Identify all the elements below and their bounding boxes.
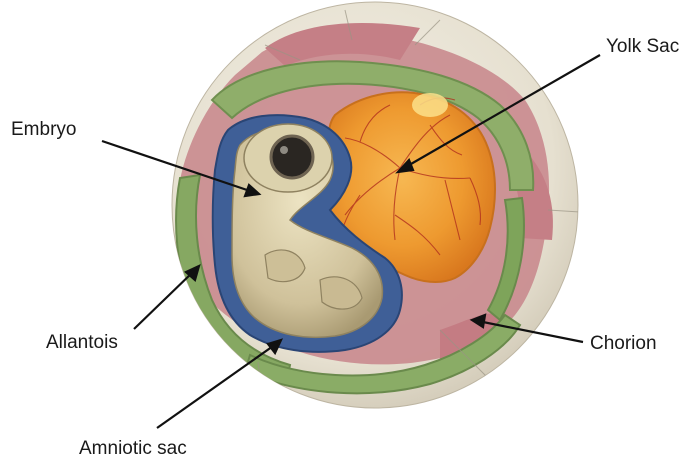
embryo-label: Embryo bbox=[11, 120, 76, 139]
embryo-eye-highlight bbox=[280, 146, 288, 154]
yolk-highlight bbox=[412, 93, 448, 117]
amniotic-sac-label: Amniotic sac bbox=[79, 439, 187, 458]
yolk-sac-label: Yolk Sac bbox=[606, 37, 679, 56]
allantois-leader-line bbox=[134, 270, 195, 329]
amniotic-sac-leader-line bbox=[157, 344, 276, 428]
allantois-label: Allantois bbox=[46, 333, 118, 352]
embryo-eye bbox=[271, 136, 313, 178]
chorion-label: Chorion bbox=[590, 334, 657, 353]
